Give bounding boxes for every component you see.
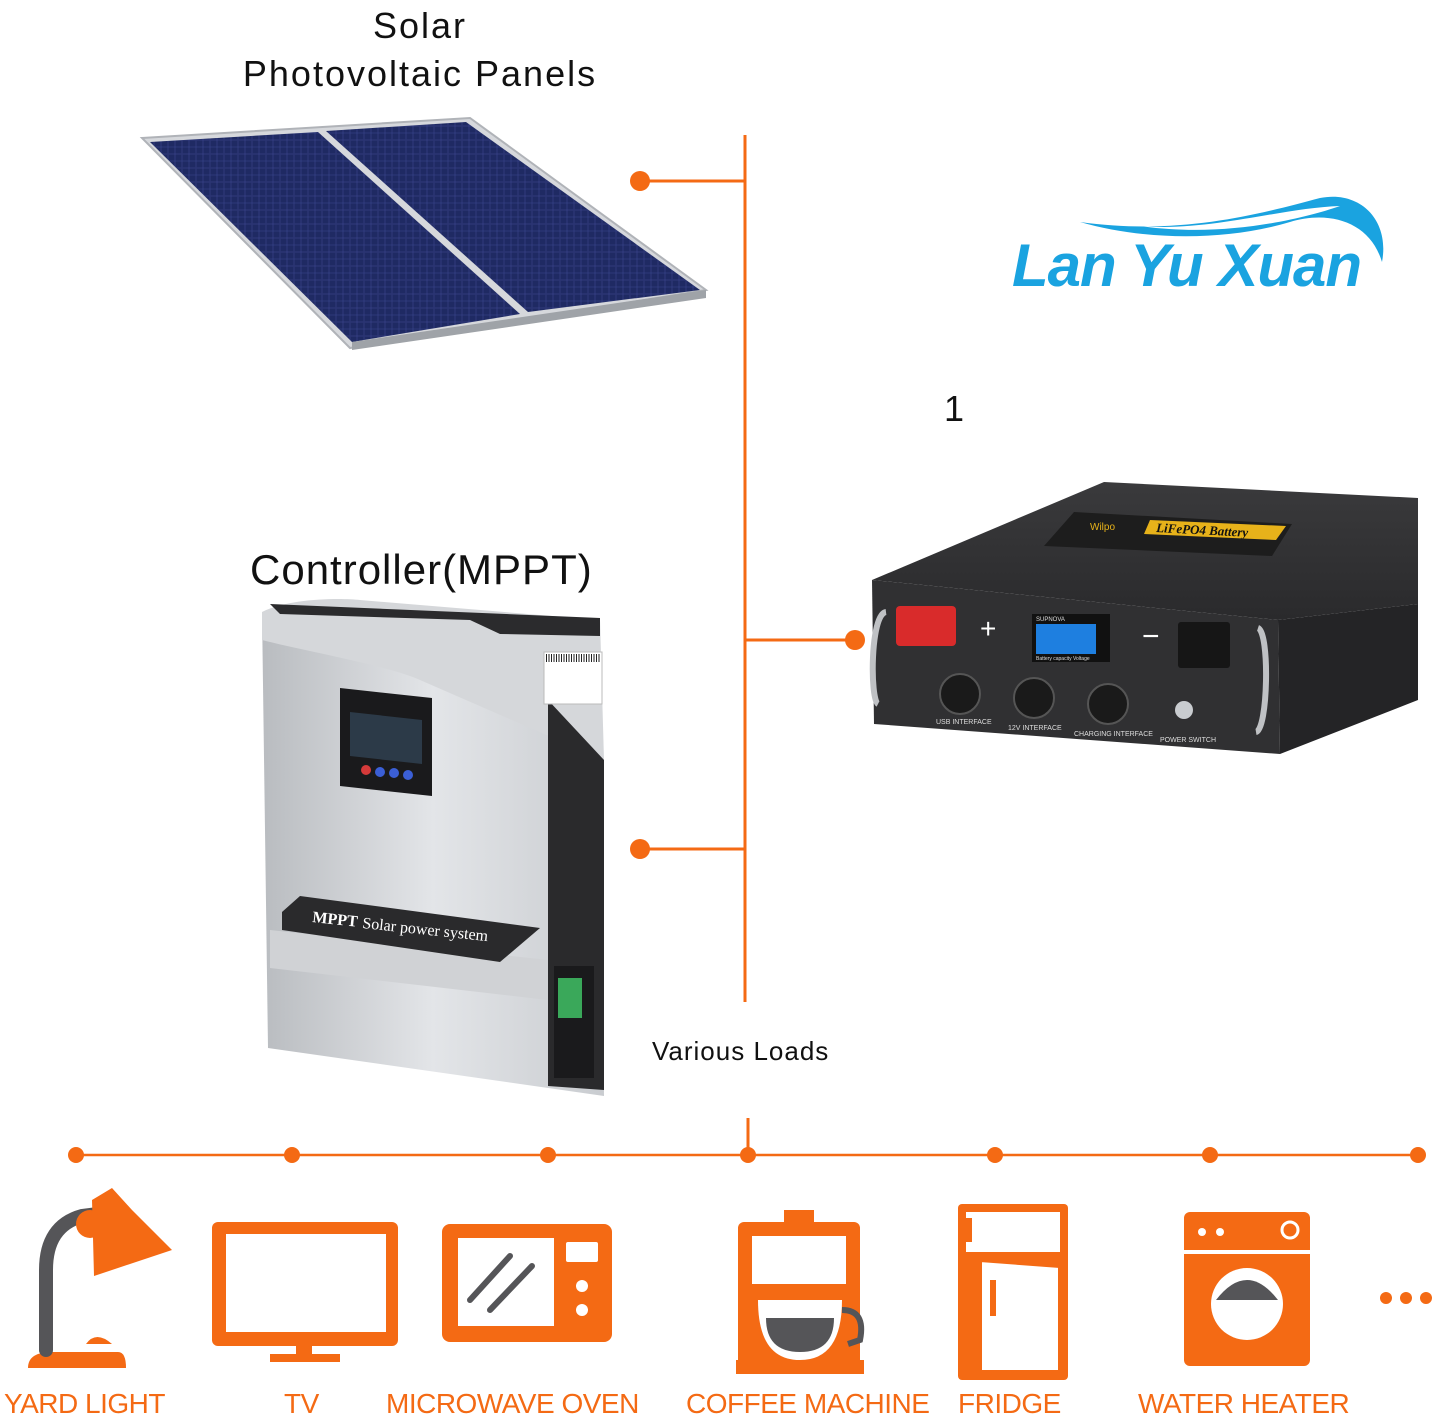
- tv-icon: [212, 1222, 398, 1362]
- solar-panel-right: [326, 122, 700, 312]
- more-indicator-icon: [1380, 1292, 1432, 1304]
- fridge-icon: [958, 1204, 1068, 1380]
- battery-port-label-12v: 12V INTERFACE: [1008, 725, 1062, 732]
- washing-machine-icon: [1184, 1212, 1310, 1366]
- controller-label: Controller(MPPT): [250, 546, 593, 593]
- battery-power-switch: [1175, 701, 1193, 719]
- node-load-5: [987, 1147, 1003, 1163]
- wire-nodes: [68, 171, 1426, 1163]
- node-controller: [630, 839, 650, 859]
- battery-display-brand: SUPNOVA: [1036, 617, 1065, 623]
- node-load-1: [68, 1147, 84, 1163]
- node-load-7: [1410, 1147, 1426, 1163]
- node-load-6: [1202, 1147, 1218, 1163]
- battery-image: LiFePO4 Battery Wilpo + SUPNOVA Battery …: [869, 482, 1418, 754]
- node-load-3: [540, 1147, 556, 1163]
- solar-label-line1: Solar: [372, 5, 468, 46]
- battery-12v-port: [1013, 677, 1055, 719]
- node-battery: [845, 630, 865, 650]
- battery-display-caption: Battery capacity Voltage: [1036, 656, 1090, 662]
- battery-positive-terminal: [896, 606, 956, 646]
- load-label-microwave: MICROWAVE OVEN: [386, 1388, 639, 1419]
- battery-number-label: 1: [944, 388, 965, 429]
- load-label-yard-light: YARD LIGHT: [4, 1388, 165, 1419]
- battery-usb-port: [939, 673, 981, 715]
- load-label-coffee-machine: COFFEE MACHINE: [686, 1388, 930, 1419]
- controller-mppt-text: MPPT: [312, 909, 359, 931]
- battery-title: LiFePO4 Battery: [1155, 520, 1249, 540]
- load-label-water-heater: WATER HEATER: [1138, 1388, 1350, 1419]
- battery-port-label-usb: USB INTERFACE: [936, 719, 992, 726]
- battery-charging-port: [1087, 683, 1129, 725]
- controller-image: MPPT Solar power system: [262, 599, 604, 1096]
- brand-logo: Lan Yu Xuan: [1012, 196, 1384, 299]
- battery-brand: Wilpo: [1090, 522, 1115, 533]
- solar-label-line2: Photovoltaic Panels: [242, 53, 598, 94]
- node-solar: [630, 171, 650, 191]
- battery-positive-symbol: +: [980, 613, 996, 644]
- load-label-fridge: FRIDGE: [958, 1388, 1061, 1419]
- battery-port-label-charging: CHARGING INTERFACE: [1074, 731, 1153, 738]
- battery-port-label-switch: POWER SWITCH: [1160, 737, 1216, 744]
- solar-panels-label: Solar Photovoltaic Panels: [170, 2, 670, 98]
- battery-negative-symbol: −: [1142, 620, 1160, 653]
- solar-panels-image: [139, 116, 709, 350]
- load-label-tv: TV: [284, 1388, 319, 1419]
- solar-panel-left: [150, 132, 520, 342]
- brand-name: Lan Yu Xuan: [1012, 232, 1361, 299]
- battery-negative-terminal: [1178, 622, 1230, 668]
- microwave-icon: [442, 1224, 612, 1342]
- various-loads-label: Various Loads: [652, 1036, 830, 1066]
- coffee-machine-icon: [736, 1210, 865, 1374]
- node-load-2: [284, 1147, 300, 1163]
- node-load-4: [740, 1147, 756, 1163]
- lamp-icon: [28, 1188, 172, 1368]
